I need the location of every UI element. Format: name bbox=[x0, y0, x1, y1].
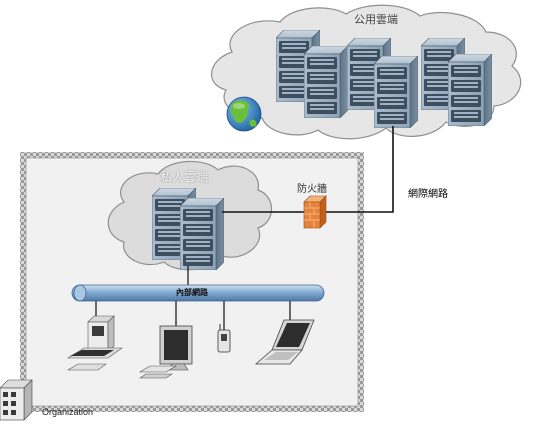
firewall-label: 防火牆 bbox=[297, 184, 327, 195]
internet-connection-line bbox=[318, 126, 394, 213]
firewall-icon bbox=[303, 195, 327, 229]
internal-network-label: 內部網路 bbox=[176, 288, 208, 297]
phone-icon bbox=[217, 324, 231, 353]
public-server-rack bbox=[304, 46, 348, 118]
public-server-rack bbox=[448, 54, 492, 126]
internet-label: 網際網路 bbox=[408, 189, 448, 200]
organization-label: Organization bbox=[42, 407, 94, 417]
public-cloud-label: 公用雲端 bbox=[354, 13, 398, 26]
private-server-rack bbox=[180, 198, 224, 270]
laptop-icon bbox=[254, 319, 315, 365]
globe-icon bbox=[226, 96, 262, 132]
internal-network-bar bbox=[71, 284, 325, 302]
building-icon bbox=[0, 379, 33, 421]
public-server-rack bbox=[374, 56, 418, 128]
private-cloud-label: 私人雲端 bbox=[160, 170, 209, 184]
desktop-computer-icon bbox=[66, 315, 123, 371]
device-connectors bbox=[95, 301, 291, 330]
monitor-icon bbox=[138, 325, 193, 379]
